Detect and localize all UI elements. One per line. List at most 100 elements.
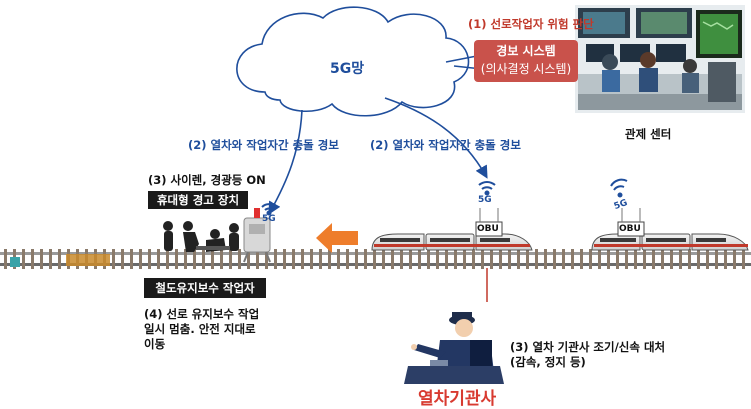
track-sleeper xyxy=(175,249,178,269)
track-sleeper xyxy=(400,249,403,269)
siren-beacon-step: (3) 사이렌, 경광등 ON xyxy=(148,173,266,187)
track-sleeper xyxy=(634,249,637,269)
alarm-system-title: 경보 시스템 xyxy=(496,44,556,58)
track-sleeper xyxy=(220,249,223,269)
track-sleeper xyxy=(589,249,592,269)
collision-warning-right: (2) 열차와 작업자간 충돌 경보 xyxy=(370,138,521,152)
train-direction-arrow xyxy=(316,223,358,253)
driver-action-step: (3) 열차 기관사 조기/신속 대처 (감속, 정지 등) xyxy=(510,340,666,369)
track-sleeper xyxy=(310,249,313,269)
track-sleeper xyxy=(490,249,493,269)
track-sleeper xyxy=(319,249,322,269)
track-sleeper xyxy=(301,249,304,269)
track-sleeper xyxy=(517,249,520,269)
track-sleeper xyxy=(4,249,7,269)
track-sleeper xyxy=(724,249,727,269)
track-sleeper xyxy=(607,249,610,269)
train-2-wifi-icon xyxy=(610,178,628,198)
track-sleeper xyxy=(292,249,295,269)
train-2 xyxy=(591,208,749,251)
collision-warning-left: (2) 열차와 작업자간 충돌 경보 xyxy=(188,138,339,152)
track-sleeper xyxy=(139,249,142,269)
track-sleeper xyxy=(355,249,358,269)
track-sleeper xyxy=(508,249,511,269)
warning-arrow-to-device xyxy=(268,109,303,215)
track-sleeper xyxy=(49,249,52,269)
alarm-system-subtitle: (의사결정 시스템) xyxy=(480,62,572,76)
cloud-label: 5G망 xyxy=(330,61,365,77)
train-1-wifi-icon xyxy=(478,181,496,196)
track-sleeper xyxy=(670,249,673,269)
track-sleeper xyxy=(472,249,475,269)
track-sleeper xyxy=(121,249,124,269)
track-sleeper xyxy=(562,249,565,269)
control-center-illustration xyxy=(575,5,745,113)
track-sleeper xyxy=(247,249,250,269)
track-signal-marker xyxy=(10,257,20,267)
track-sleeper xyxy=(706,249,709,269)
track-sleeper xyxy=(274,249,277,269)
worker-action-step: (4) 선로 유지보수 작업 일시 멈춤. 안전 지대로 이동 xyxy=(144,307,260,351)
train-1-5g-label: 5G xyxy=(478,195,492,205)
warning-arrow-to-train xyxy=(384,97,488,179)
track-sleeper xyxy=(364,249,367,269)
train-1-obu-label: OBU xyxy=(477,224,499,234)
track-sleeper xyxy=(715,249,718,269)
track-worksite-marker xyxy=(66,254,110,266)
track-sleeper xyxy=(346,249,349,269)
device-wifi-icon xyxy=(261,203,277,216)
maintenance-workers xyxy=(163,221,239,252)
track-sleeper xyxy=(553,249,556,269)
track-sleeper xyxy=(733,249,736,269)
portable-device-label: 휴대형 경고 장치 xyxy=(148,191,248,209)
track-sleeper xyxy=(166,249,169,269)
track-sleeper xyxy=(22,249,25,269)
track-sleeper xyxy=(31,249,34,269)
train-1 xyxy=(371,208,533,251)
risk-assessment-step: (1) 선로작업자 위험 판단 xyxy=(468,17,594,31)
track-sleeper xyxy=(436,249,439,269)
track-sleeper xyxy=(463,249,466,269)
portable-warning-device xyxy=(243,208,271,263)
track-sleeper xyxy=(211,249,214,269)
track-sleeper xyxy=(328,249,331,269)
track-sleeper xyxy=(58,249,61,269)
5g-network-cloud xyxy=(236,6,470,117)
track-sleeper xyxy=(40,249,43,269)
track-sleeper xyxy=(157,249,160,269)
track-sleeper xyxy=(616,249,619,269)
track-sleeper xyxy=(148,249,151,269)
maintenance-worker-label: 철도유지보수 작업자 xyxy=(144,278,266,298)
track-sleeper xyxy=(427,249,430,269)
track-sleeper xyxy=(373,249,376,269)
device-5g-label: 5G xyxy=(262,214,276,224)
track-sleeper xyxy=(499,249,502,269)
train-2-obu-label: OBU xyxy=(619,224,641,234)
track-sleeper xyxy=(535,249,538,269)
track-sleeper xyxy=(571,249,574,269)
track-sleeper xyxy=(526,249,529,269)
track-sleeper xyxy=(193,249,196,269)
control-center-label: 관제 센터 xyxy=(625,127,672,141)
track-sleeper xyxy=(544,249,547,269)
track-sleeper xyxy=(625,249,628,269)
track-sleeper xyxy=(283,249,286,269)
track-sleeper xyxy=(652,249,655,269)
track-sleeper xyxy=(661,249,664,269)
track-sleeper xyxy=(184,249,187,269)
train-driver-illustration xyxy=(404,312,504,384)
track-sleeper xyxy=(202,249,205,269)
track-sleeper xyxy=(238,249,241,269)
railway-track xyxy=(0,249,751,269)
track-sleeper xyxy=(697,249,700,269)
train-driver-label: 열차기관사 xyxy=(418,389,497,409)
track-sleeper xyxy=(580,249,583,269)
track-sleeper xyxy=(445,249,448,269)
track-sleeper xyxy=(382,249,385,269)
track-sleeper xyxy=(409,249,412,269)
alarm-system-box: 경보 시스템 (의사결정 시스템) xyxy=(474,40,578,82)
track-sleeper xyxy=(391,249,394,269)
track-sleeper xyxy=(112,249,115,269)
track-sleeper xyxy=(256,249,259,269)
